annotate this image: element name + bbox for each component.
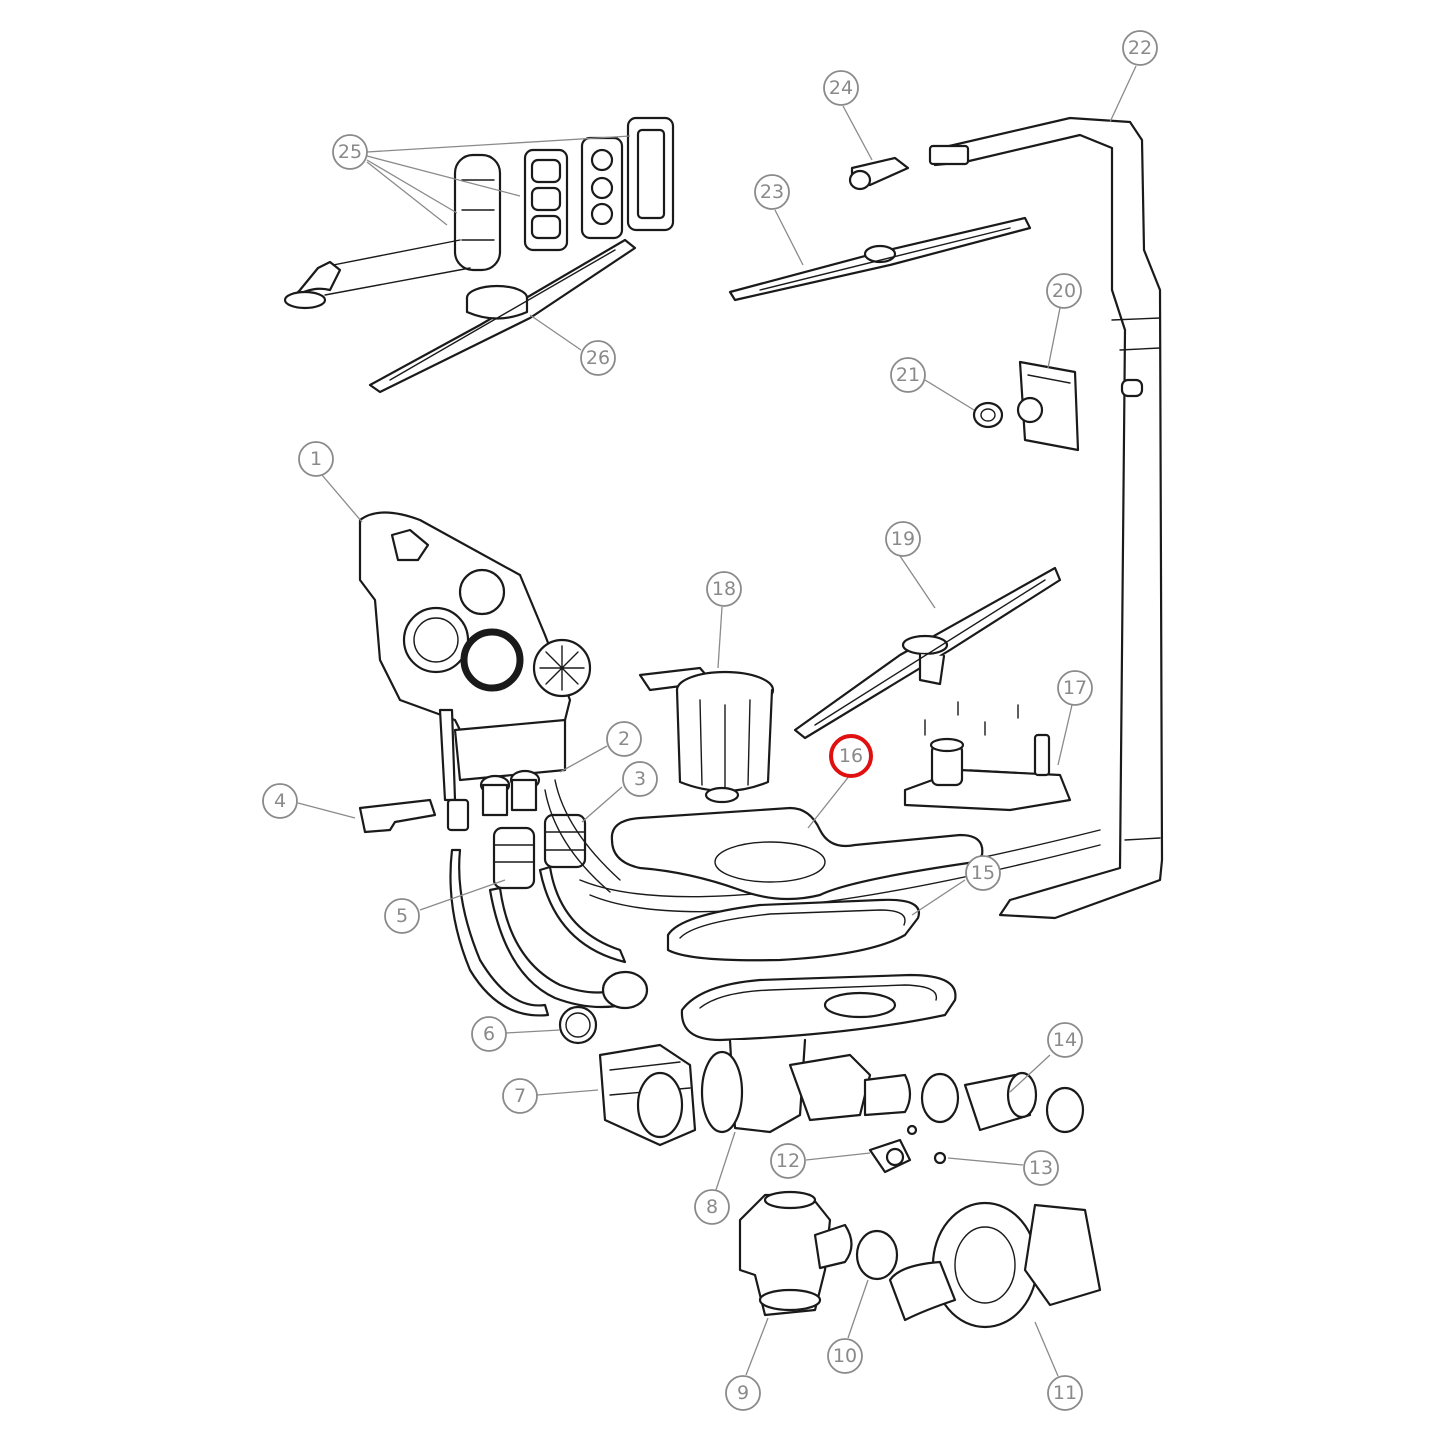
callout-7[interactable]: 7 [502,1078,538,1114]
callout-25[interactable]: 25 [332,134,368,170]
part-sensor [868,1124,947,1174]
callout-label: 25 [338,141,362,163]
callout-8[interactable]: 8 [694,1189,730,1225]
callout-11[interactable]: 11 [1047,1375,1083,1411]
callout-label: 19 [891,528,915,550]
callout-label: 21 [896,364,920,386]
part-clamp [358,798,437,834]
part-pump-cover [903,701,1072,812]
callout-label: 13 [1029,1157,1053,1179]
callout-9[interactable]: 9 [725,1375,761,1411]
callout-label: 22 [1128,37,1152,59]
callout-19[interactable]: 19 [885,521,921,557]
callout-6[interactable]: 6 [471,1016,507,1052]
callout-label: 10 [833,1345,857,1367]
callout-1[interactable]: 1 [298,441,334,477]
callout-20[interactable]: 20 [1046,273,1082,309]
callout-4[interactable]: 4 [262,783,298,819]
part-sump [680,973,957,1134]
part-valve-plate [972,360,1080,452]
callout-2[interactable]: 2 [606,721,642,757]
callout-label: 26 [586,347,610,369]
callout-16[interactable]: 16 [829,734,873,778]
callout-label: 20 [1052,280,1076,302]
callout-24[interactable]: 24 [823,70,859,106]
callout-label: 17 [1063,677,1087,699]
part-filter [638,666,775,804]
callout-label: 12 [776,1150,800,1172]
part-sump-gasket [666,898,921,962]
callout-label: 3 [634,768,646,790]
callout-22[interactable]: 22 [1122,30,1158,66]
callout-label: 16 [839,745,863,767]
callout-label: 24 [829,77,853,99]
callout-label: 1 [310,448,322,470]
callout-label: 5 [396,905,408,927]
callouts: 1 2 3 4 5 6 7 8 9 10 11 12 13 14 15 16 1… [262,30,1158,1411]
callout-14[interactable]: 14 [1047,1022,1083,1058]
part-diverter [738,1190,899,1317]
part-circulation-pump [888,1201,1102,1329]
callout-15[interactable]: 15 [965,855,1001,891]
callout-17[interactable]: 17 [1057,670,1093,706]
callout-label: 14 [1053,1029,1077,1051]
callout-label: 9 [737,1382,749,1404]
callout-label: 23 [760,181,784,203]
part-lower-spray-arm [793,566,1062,740]
part-spray-arm-mount [283,116,675,310]
callout-10[interactable]: 10 [827,1338,863,1374]
callout-label: 6 [483,1023,495,1045]
part-middle-spray-arm [368,238,637,394]
part-supply-tube [928,116,1164,920]
callout-18[interactable]: 18 [706,571,742,607]
part-hoses [449,779,1101,1017]
callout-13[interactable]: 13 [1023,1150,1059,1186]
callout-3[interactable]: 3 [622,761,658,797]
callout-label: 15 [971,862,995,884]
callout-23[interactable]: 23 [754,174,790,210]
callout-label: 2 [618,728,630,750]
callout-21[interactable]: 21 [890,357,926,393]
part-clip [848,156,910,191]
part-pump-connectors [920,1071,1085,1134]
callout-5[interactable]: 5 [384,898,420,934]
callout-label: 11 [1053,1382,1077,1404]
callout-label: 4 [274,790,286,812]
callout-label: 8 [706,1196,718,1218]
callout-26[interactable]: 26 [580,340,616,376]
callout-12[interactable]: 12 [770,1143,806,1179]
leader-lines [297,65,1137,1377]
callout-label: 7 [514,1085,526,1107]
callout-label: 18 [712,578,736,600]
part-side-bracket [358,511,592,832]
part-gasket [610,806,984,901]
part-drain-pump [558,1005,697,1147]
part-upper-spray-arm [728,216,1032,302]
